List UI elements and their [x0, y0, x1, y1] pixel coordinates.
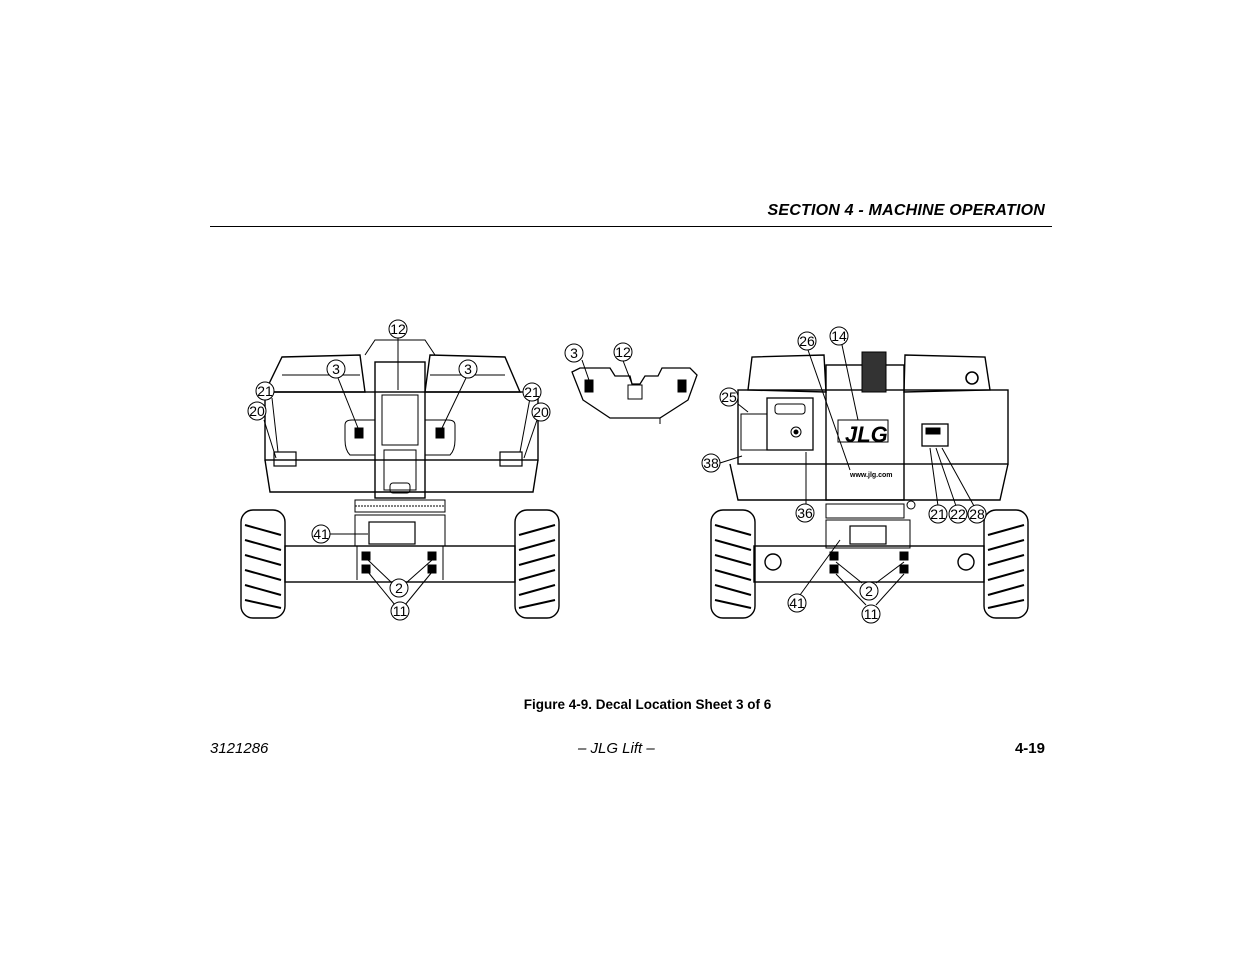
callout-right-22: 22: [948, 504, 968, 524]
svg-text:2: 2: [865, 583, 873, 599]
svg-text:26: 26: [799, 333, 815, 349]
svg-text:14: 14: [831, 328, 847, 344]
callout-left-11: 11: [390, 601, 410, 621]
svg-text:22: 22: [950, 506, 966, 522]
callout-left-21a: 21: [255, 381, 275, 401]
callout-bubbles: 12 3 3 21 20 21 20 41 2 11 3 12 26 14 25…: [247, 319, 987, 624]
left-leader-lines: [263, 338, 538, 606]
callout-right-21: 21: [928, 504, 948, 524]
figure-caption: Figure 4-9. Decal Location Sheet 3 of 6: [523, 697, 772, 712]
svg-text:21: 21: [257, 383, 273, 399]
callout-center-12: 12: [613, 342, 633, 362]
svg-text:20: 20: [249, 403, 265, 419]
right-machine-view: JLG www.jlg.com: [710, 351, 1029, 619]
svg-text:21: 21: [524, 384, 540, 400]
svg-text:20: 20: [533, 404, 549, 420]
callout-left-3a: 3: [326, 359, 346, 379]
callout-left-12: 12: [388, 319, 408, 339]
jlg-logo-text: JLG: [845, 422, 888, 447]
svg-text:3: 3: [570, 345, 578, 361]
svg-text:3: 3: [332, 361, 340, 377]
callout-left-3b: 3: [458, 359, 478, 379]
callout-right-28: 28: [967, 504, 987, 524]
svg-text:12: 12: [615, 344, 631, 360]
svg-text:11: 11: [393, 603, 408, 619]
svg-text:12: 12: [390, 321, 406, 337]
svg-text:36: 36: [797, 505, 813, 521]
svg-text:25: 25: [721, 389, 737, 405]
callout-left-21b: 21: [522, 382, 542, 402]
section-title: SECTION 4 - MACHINE OPERATION: [767, 202, 1045, 219]
callout-left-2: 2: [389, 578, 409, 598]
svg-text:11: 11: [864, 606, 879, 622]
callout-center-3: 3: [564, 343, 584, 363]
left-machine-view: [240, 339, 560, 619]
callout-left-41: 41: [311, 524, 331, 544]
header-rule: [210, 226, 1052, 227]
callout-right-38: 38: [701, 453, 721, 473]
callout-right-41: 41: [787, 593, 807, 613]
center-detail-view: [571, 357, 698, 424]
callout-right-11: 11: [861, 604, 881, 624]
callout-right-14: 14: [829, 326, 849, 346]
svg-text:28: 28: [969, 506, 985, 522]
callout-left-20a: 20: [247, 401, 267, 421]
svg-text:41: 41: [313, 526, 329, 542]
callout-right-2: 2: [859, 581, 879, 601]
callout-right-26: 26: [797, 331, 817, 351]
footer-doc-number: 3121286: [210, 740, 269, 757]
svg-text:3: 3: [464, 361, 472, 377]
footer-title: – JLG Lift –: [578, 740, 655, 757]
callout-right-25: 25: [719, 387, 739, 407]
callout-left-20b: 20: [531, 402, 551, 422]
svg-text:21: 21: [930, 506, 946, 522]
website-text: www.jlg.com: [849, 472, 893, 479]
svg-text:41: 41: [789, 595, 805, 611]
svg-text:38: 38: [703, 455, 719, 471]
svg-text:2: 2: [395, 580, 403, 596]
callout-right-36: 36: [795, 503, 815, 523]
right-leader-lines: [719, 344, 975, 606]
page-number: 4-19: [1014, 740, 1045, 757]
